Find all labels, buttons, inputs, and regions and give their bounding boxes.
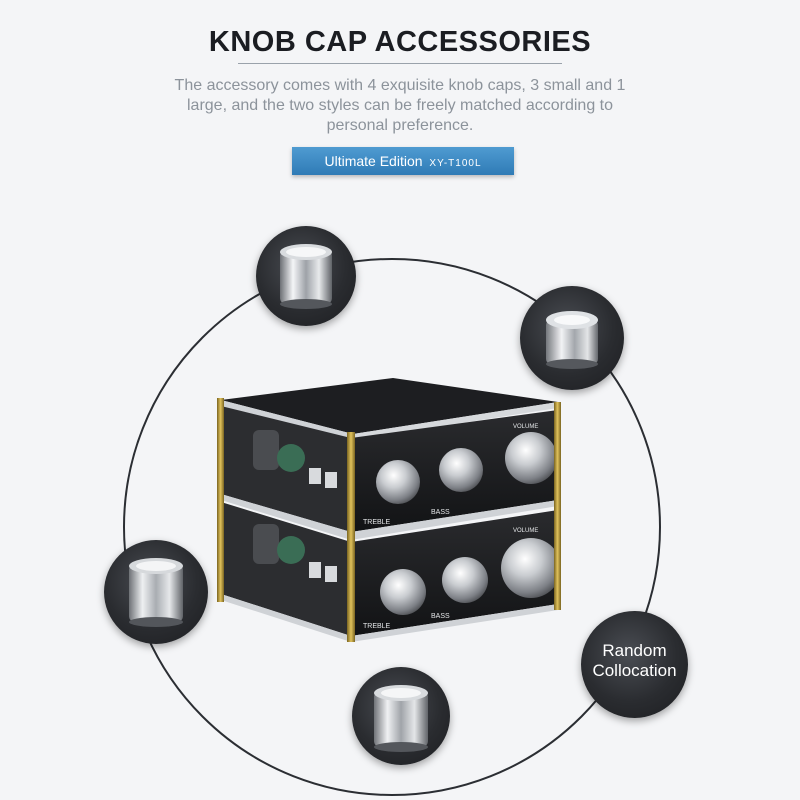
edition-model: XY-T100L <box>429 158 482 169</box>
knob-cap-icon <box>129 558 183 627</box>
title-divider <box>238 63 562 64</box>
knob-cap-icon <box>280 244 332 309</box>
callout-line-1: Random <box>602 641 667 660</box>
knob-cap-bubble-top <box>256 226 356 326</box>
knob-cap-bubble-right <box>520 286 624 390</box>
knob-cap-bubble-bottom <box>352 667 450 765</box>
knob-cap-icon <box>374 685 428 752</box>
random-collocation-label: Random Collocation <box>581 641 688 681</box>
collocation-ring <box>123 258 661 796</box>
treble-label: TREBLE <box>363 623 391 630</box>
random-collocation-bubble: Random Collocation <box>581 611 688 718</box>
callout-line-2: Collocation <box>592 661 677 680</box>
bass-label: BASS <box>431 509 450 516</box>
knob-cap-icon <box>546 311 598 369</box>
amplifier-board-image: TREBLE BASS VOLUME TREBLE BASS VOLUME <box>217 378 561 642</box>
accessory-description: The accessory comes with 4 exquisite kno… <box>174 77 626 134</box>
page-title: KNOB CAP ACCESSORIES <box>208 26 592 58</box>
edition-badge: Ultimate Edition XY-T100L <box>292 147 514 175</box>
volume-label: VOLUME <box>513 528 538 534</box>
volume-label: VOLUME <box>513 424 538 430</box>
edition-label: Ultimate Edition <box>324 153 423 169</box>
treble-label: TREBLE <box>363 519 391 526</box>
bass-label: BASS <box>431 613 450 620</box>
knob-cap-bubble-left <box>104 540 208 644</box>
